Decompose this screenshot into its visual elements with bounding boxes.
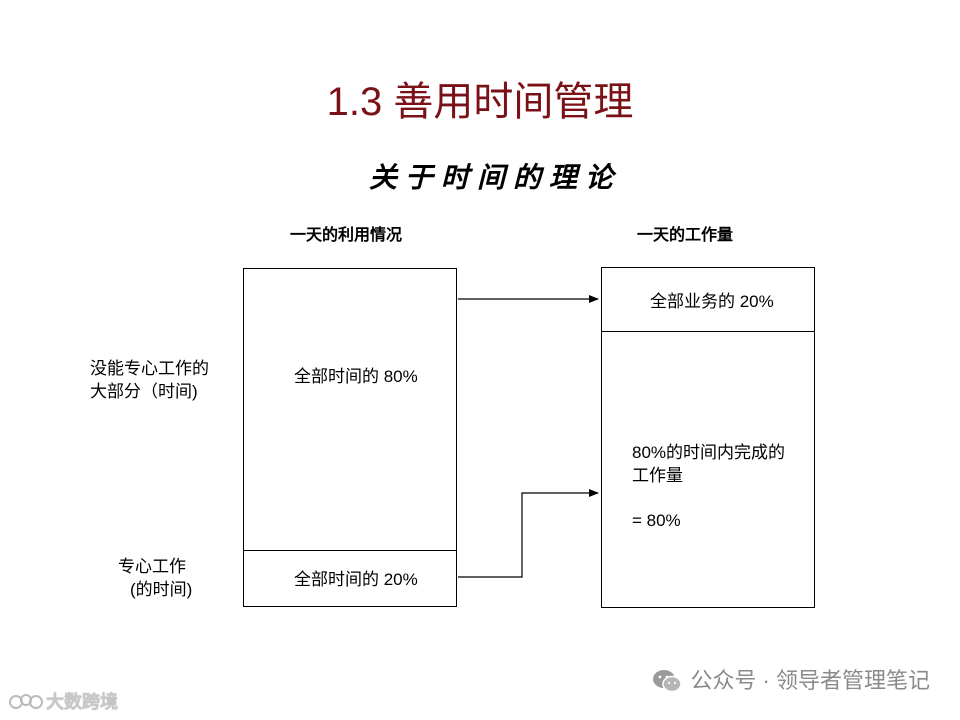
watermark: 公众号 · 领导者管理笔记 xyxy=(652,666,930,696)
focused-label-line1: 专心工作 xyxy=(118,557,186,576)
unfocused-label-line2: 大部分（时间) xyxy=(90,382,198,401)
slide-title: 1.3 善用时间管理 xyxy=(326,80,634,124)
focused-label-line2: (的时间) xyxy=(130,580,193,599)
time-usage-box: 全部时间的 80% 全部时间的 20% xyxy=(243,268,457,607)
arrow-20-time-to-80-work xyxy=(458,489,599,578)
time-20-percent-label: 全部时间的 20% xyxy=(294,570,418,589)
left-column-heading: 一天的利用情况 xyxy=(290,227,403,244)
unfocused-label-line1: 没能专心工作的 xyxy=(90,359,209,378)
workload-divider xyxy=(602,331,814,332)
work-80-result-line1: 80%的时间内完成的 xyxy=(632,443,786,462)
right-column-heading: 一天的工作量 xyxy=(637,227,734,244)
workload-box: 全部业务的 20% 80%的时间内完成的 工作量 = 80% xyxy=(601,267,815,608)
work-80-result-line2: 工作量 xyxy=(632,466,683,485)
logo-mark-icon xyxy=(9,694,43,709)
logo: 大数跨境 xyxy=(8,690,118,714)
watermark-text: 公众号 · 领导者管理笔记 xyxy=(690,668,930,693)
work-20-percent-label: 全部业务的 20% xyxy=(650,292,774,311)
time-usage-divider xyxy=(244,550,456,551)
subtitle: 关于时间的理论 xyxy=(368,161,621,194)
wechat-icon xyxy=(653,670,683,693)
work-80-result-line3: = 80% xyxy=(632,511,681,530)
time-80-percent-label: 全部时间的 80% xyxy=(294,367,418,386)
logo-text: 大数跨境 xyxy=(46,692,118,712)
